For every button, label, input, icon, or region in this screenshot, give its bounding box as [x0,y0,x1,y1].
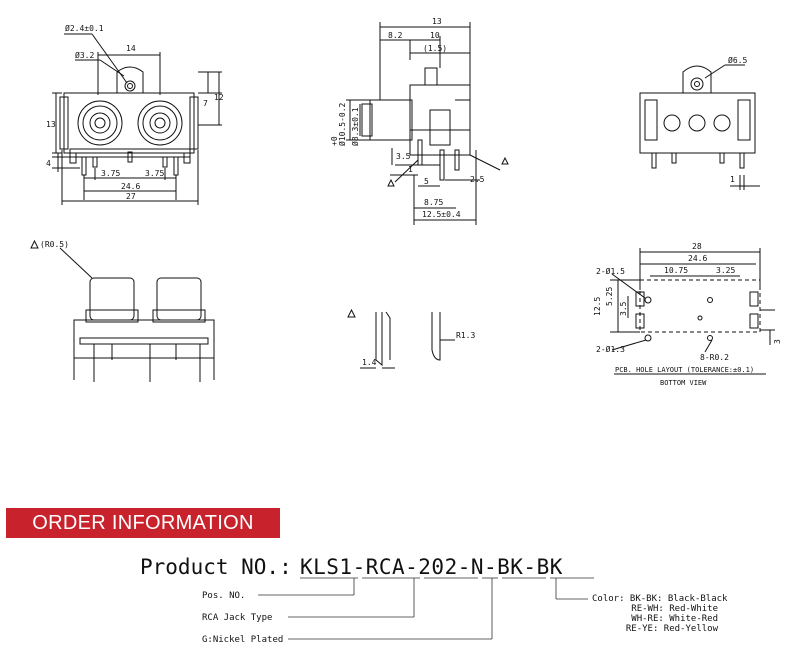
order-diagram: Product NO.: KLS1-RCA-202-N-BK-BK Pos. N… [140,555,728,645]
pcb-dim-total: 28 [692,242,702,251]
pcb-dim-v4: 3 [773,339,782,344]
technical-drawing: Ø2.4±0.1 Ø3.2 14 7 12 13 4 3.75 3.75 24.… [30,17,782,387]
pcb-layout [610,248,775,375]
product-no-label: Product NO.: [140,555,292,579]
pcb-dim-hole3: 8-R0.2 [700,353,729,362]
pcb-dim-v1: 12.5 [593,297,602,316]
bottom-front-view [59,247,215,382]
side-dim-a: 8.2 [388,31,403,40]
front-dim-height: 13 [46,120,56,129]
pcb-dim-hole1: 2-Ø1.5 [596,266,625,276]
pcb-dim-b: 10.75 [664,266,688,275]
end-dim-pin: 1 [730,175,735,184]
pcb-dim-v3: 3.5 [619,301,628,316]
pcb-title: PCB. HOLE LAYOUT (TOLERANCE:±0.1) [615,366,754,374]
front-view [52,33,222,205]
rca-jack-type-label: RCA Jack Type [202,613,272,623]
pin-detail [360,311,455,369]
front-dim-hole: Ø2.4±0.1 [65,23,104,33]
pin-dim-radius: R1.3 [456,331,475,340]
color-line-3: WH-RE: White-Red [631,614,718,624]
color-line-1: Color: BK-BK: Black-Black [592,594,728,604]
front-dim-right-b: 12 [214,93,224,102]
part-number: KLS1-RCA-202-N-BK-BK [300,555,563,579]
side-dim-e: 5 [424,177,429,186]
bottom-dim-radius: (R0.5) [40,240,69,249]
color-line-2: RE-WH: Red-White [631,604,718,614]
warning-triangle-3 [30,239,39,249]
side-dim-body-top: +0 [330,136,339,146]
pcb-dim-hole2: 2-Ø1.3 [596,344,625,354]
front-dim-right-a: 7 [203,99,208,108]
side-dim-body-bottom: Ø10.5-0.2 [337,102,347,146]
side-dim-overall: 12.5±0.4 [422,210,461,219]
order-information-title: ORDER INFORMATION [32,511,254,534]
side-dim-h: 3.5 [396,152,411,161]
front-dim-top-width: 14 [126,44,136,53]
color-line-4: RE-YE: Red-Yellow [626,624,719,634]
pin-dim-thickness: 1.4 [362,358,377,367]
side-dim-f: 2.5 [470,175,485,184]
side-dim-d: 1 [408,165,413,174]
side-dim-g: 8.75 [424,198,443,207]
pcb-dim-a: 24.6 [688,254,707,263]
pcb-dim-c: 3.25 [716,266,735,275]
pos-no-label: Pos. NO. [202,591,245,601]
front-dim-pin: 4 [46,159,51,168]
side-dim-total: 13 [432,17,442,26]
end-dim-hole: Ø6.5 [728,55,747,65]
plating-label: G:Nickel Plated [202,635,283,645]
warning-triangle-1 [501,156,509,165]
front-dim-inner-width: 24.6 [121,182,140,191]
side-dim-b: 10 [430,31,440,40]
front-dim-hole2: Ø3.2 [75,50,94,60]
pcb-dim-v2: 5.25 [605,287,614,306]
side-view [346,22,501,225]
warning-triangle-2 [387,178,395,187]
pcb-subtitle: BOTTOM VIEW [660,379,707,387]
order-information-banner: ORDER INFORMATION [6,508,280,538]
front-dim-pitch-left: 3.75 [101,169,120,178]
warning-triangle-4 [347,308,356,318]
front-dim-pitch-right: 3.75 [145,169,164,178]
end-view [639,64,760,190]
front-dim-total-width: 27 [126,192,136,201]
side-dim-pin-dia: Ø8.3±0.1 [350,107,360,146]
side-dim-c: (1.5) [423,44,447,53]
